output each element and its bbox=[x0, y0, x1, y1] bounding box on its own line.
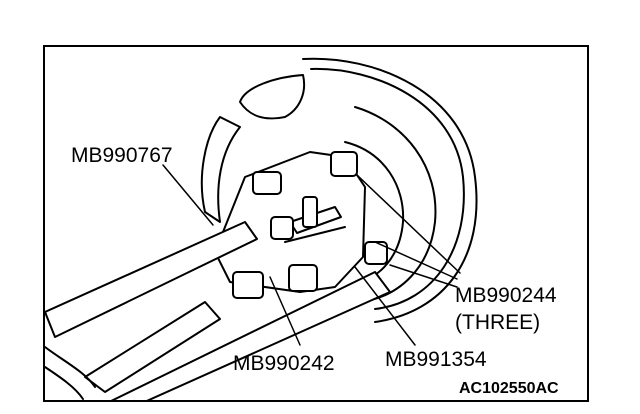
label-mb990244: MB990244 bbox=[455, 284, 557, 307]
wrench-handles bbox=[45, 221, 391, 400]
label-mb990242: MB990242 bbox=[233, 352, 335, 375]
label-three: (THREE) bbox=[455, 311, 541, 334]
tool-illustration bbox=[45, 57, 478, 400]
wheel-bolts bbox=[232, 151, 388, 299]
label-mb990767: MB990767 bbox=[71, 144, 173, 167]
label-mb991354: MB991354 bbox=[385, 348, 487, 371]
leader-lines bbox=[162, 164, 461, 346]
figure-code: AC102550AC bbox=[459, 380, 559, 397]
caliper bbox=[200, 74, 305, 223]
diagram-frame: MB990767 MB990244 (THREE) MB990242 MB991… bbox=[43, 45, 589, 402]
